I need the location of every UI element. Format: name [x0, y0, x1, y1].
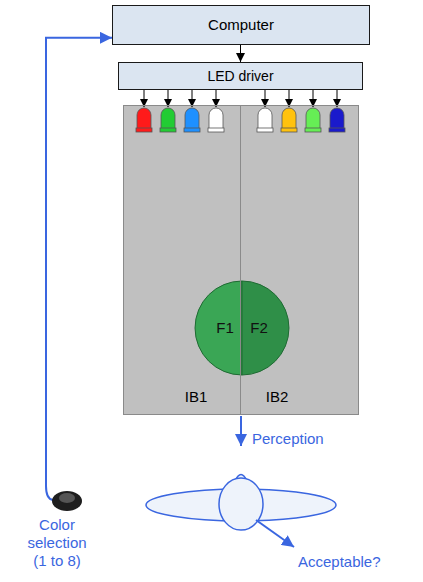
field-fill: [195, 281, 242, 375]
process-box: LED driver: [118, 62, 363, 90]
node-label: F1: [216, 319, 234, 337]
node-label: Computer: [208, 16, 274, 34]
foot-switch: Color selection (1 to 8): [15, 486, 99, 578]
connector-arrow: [46, 38, 112, 486]
node-label: F2: [250, 319, 268, 337]
node-label: IB2: [266, 388, 289, 406]
perception-arrow: [240, 416, 242, 446]
shape-outline: [15, 486, 99, 516]
connector-arrow: [240, 45, 241, 62]
annotation-label: Perception: [252, 430, 324, 447]
field-half: F2: [242, 281, 289, 375]
response-arrow: [256, 520, 294, 547]
switch-body: [52, 491, 82, 511]
switch-button: [59, 493, 75, 503]
node-label: Color selection (1 to 8): [21, 516, 93, 570]
annotation-label: Acceptable?: [298, 553, 381, 570]
switch-cord: [46, 486, 53, 500]
node-label: LED driver: [207, 68, 273, 85]
node-label: IB1: [185, 388, 208, 406]
observer-figure: [146, 475, 336, 531]
integrating-box: IB2 F2: [240, 105, 359, 415]
integrating-box: IB1 F1: [123, 105, 241, 415]
field-half: F1: [195, 281, 242, 375]
field-fill: [242, 281, 289, 375]
process-box: Computer: [112, 5, 370, 45]
panel-fill: [123, 105, 359, 415]
